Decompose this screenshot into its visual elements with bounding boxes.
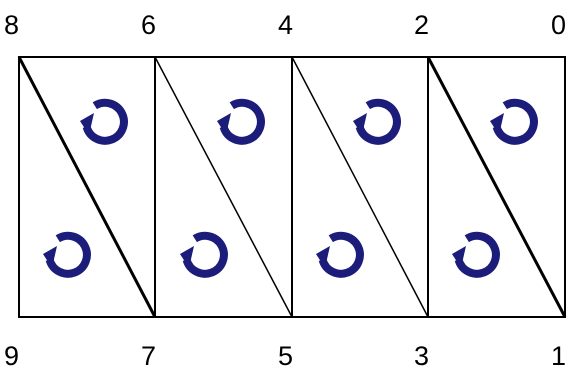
edge-2-1 xyxy=(426,56,567,318)
vertex-label-bottom: 7 xyxy=(141,341,157,371)
vertex-label-bottom: 3 xyxy=(414,341,430,371)
vertex-label-top: 2 xyxy=(414,10,430,40)
edge-8-7 xyxy=(17,56,157,318)
counterclockwise-arrow-icon xyxy=(353,103,397,141)
counterclockwise-arrow-icon xyxy=(316,236,360,274)
vertex-label-bottom: 5 xyxy=(278,341,294,371)
vertex-label-bottom: 9 xyxy=(4,341,20,371)
counterclockwise-arrow-icon xyxy=(490,103,534,141)
edge-4-3 xyxy=(291,56,429,318)
counterclockwise-arrow-icon xyxy=(80,103,124,141)
vertex-label-top: 0 xyxy=(551,10,567,40)
vertex-label-bottom: 1 xyxy=(551,341,567,371)
counterclockwise-arrow-icon xyxy=(217,103,261,141)
vertex-label-top: 6 xyxy=(141,10,157,40)
counterclockwise-arrow-icon xyxy=(452,236,496,274)
edge-6-5 xyxy=(154,56,293,318)
counterclockwise-arrow-icon xyxy=(180,236,224,274)
vertex-label-top: 4 xyxy=(278,10,294,40)
counterclockwise-arrow-icon xyxy=(43,236,87,274)
vertex-label-top: 8 xyxy=(4,10,20,40)
